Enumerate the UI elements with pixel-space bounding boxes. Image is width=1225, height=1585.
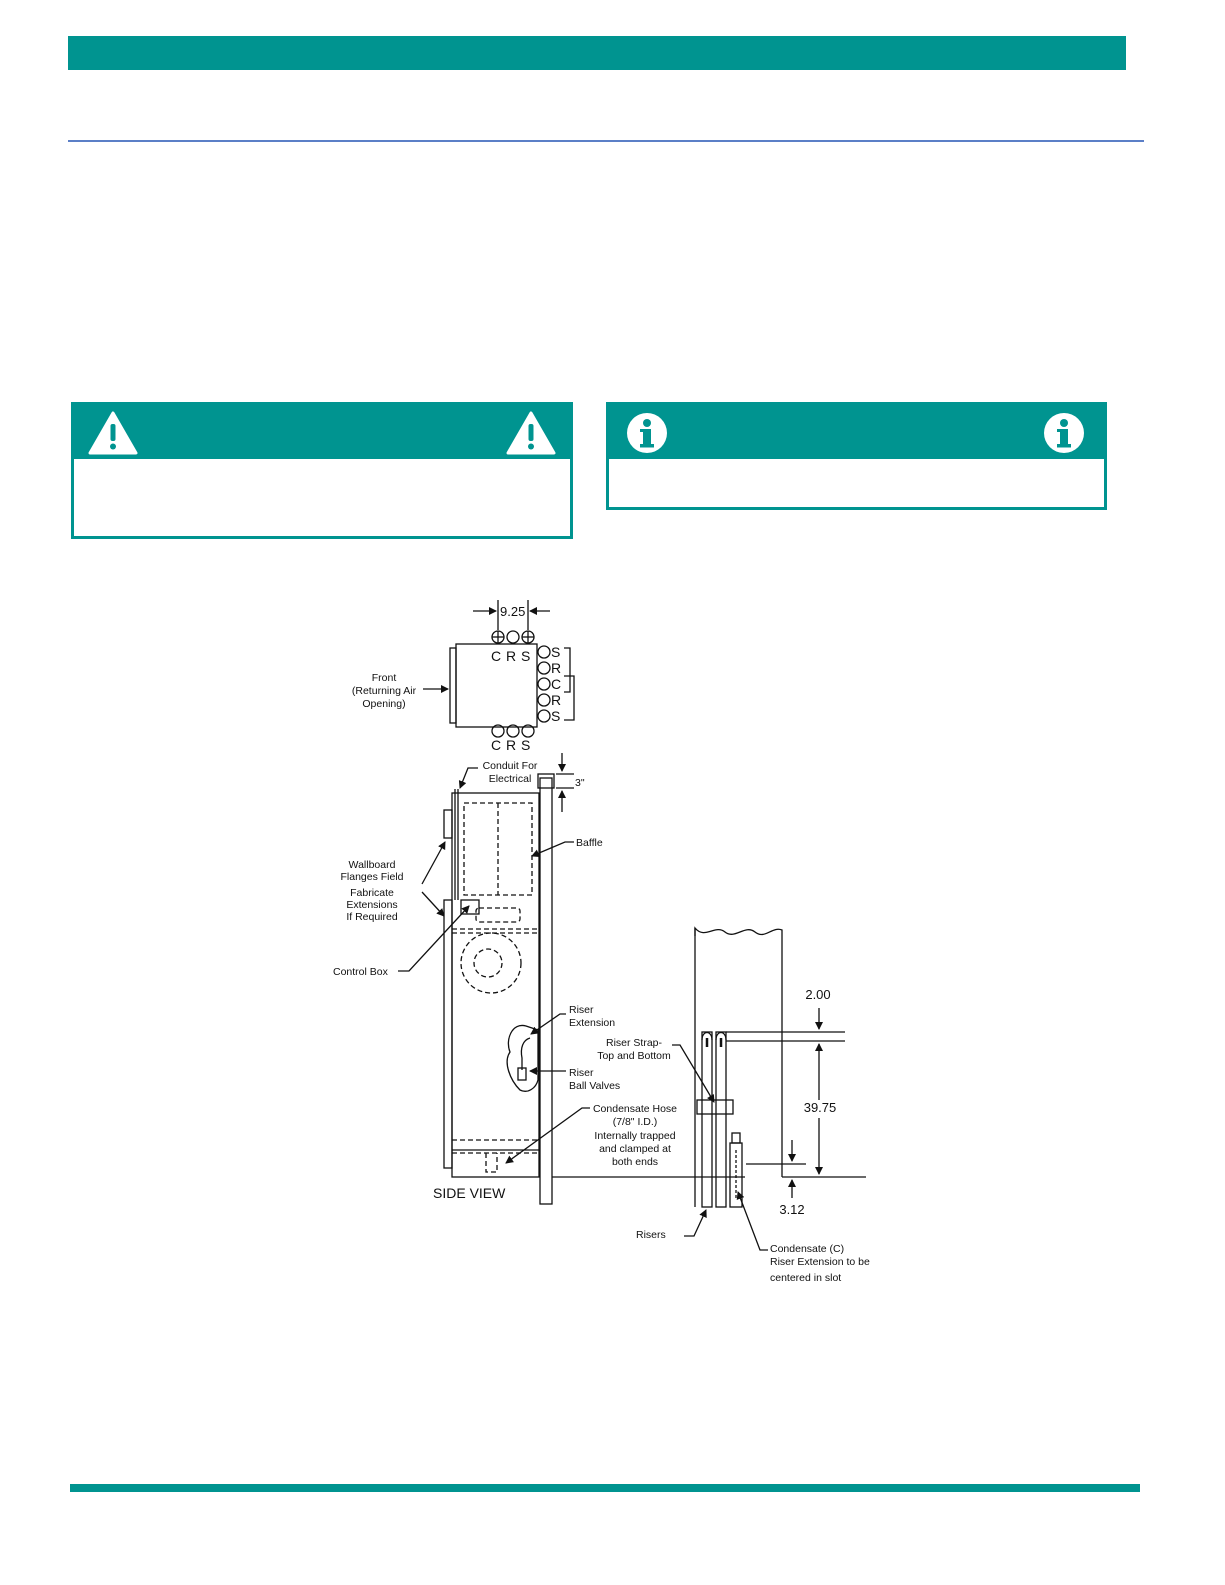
condensate-hose-label-line: Condensate Hose xyxy=(593,1103,677,1115)
side-view xyxy=(398,753,745,1205)
riser-valves-label-line: Ball Valves xyxy=(569,1080,620,1092)
condensate-riser-label-line: Condensate (C) xyxy=(770,1243,844,1255)
warning-callout xyxy=(71,402,573,539)
riser-strap-label-line: Riser Strap- xyxy=(606,1037,663,1049)
footer-bar xyxy=(70,1484,1140,1492)
condensate-riser-label: Condensate (C) Riser Extension to be cen… xyxy=(770,1243,870,1284)
riser-strap-label: Riser Strap- Top and Bottom xyxy=(597,1037,671,1062)
connection-label: S xyxy=(551,708,560,724)
clearance-label: 3" xyxy=(575,777,585,789)
top-connection-labels: C R S xyxy=(491,648,530,664)
conduit-label-line: Electrical xyxy=(489,773,532,785)
warning-triangle-icon xyxy=(88,411,138,455)
connection-label: R xyxy=(506,737,516,753)
warning-callout-header xyxy=(74,405,570,459)
wallboard-label-line: Flanges Field xyxy=(340,871,403,883)
connection-label: R xyxy=(551,660,561,676)
front-label-line: Opening) xyxy=(362,698,405,710)
info-callout-header xyxy=(609,405,1104,459)
front-label-line: Front xyxy=(372,672,397,684)
condensate-riser-label-line: Riser Extension to be xyxy=(770,1256,870,1268)
bottom-connection-labels: C R S xyxy=(491,737,530,753)
condensate-hose-label: Condensate Hose (7/8" I.D.) Internally t… xyxy=(593,1103,677,1168)
warning-triangle-icon xyxy=(506,411,556,455)
info-circle-icon xyxy=(625,411,669,455)
control-box-label: Control Box xyxy=(333,966,389,978)
baffle-label: Baffle xyxy=(576,837,603,849)
risers-label: Risers xyxy=(636,1229,666,1241)
condensate-hose-label-line: Internally trapped xyxy=(594,1130,675,1142)
wallboard-label-line: Fabricate xyxy=(350,887,394,899)
header-rule xyxy=(68,140,1144,142)
riser-dimension-middle: 39.75 xyxy=(804,1100,837,1115)
wallboard-label-line: Extensions xyxy=(346,899,397,911)
conduit-label: Conduit For Electrical xyxy=(483,760,538,785)
info-callout xyxy=(606,402,1107,510)
side-connection-labels: S R C R S xyxy=(551,644,561,724)
condensate-hose-label-line: (7/8" I.D.) xyxy=(613,1116,658,1128)
riser-strap-label-line: Top and Bottom xyxy=(597,1050,671,1062)
riser-dimension-top: 2.00 xyxy=(805,987,830,1002)
connection-label: S xyxy=(521,648,530,664)
front-label: Front (Returning Air Opening) xyxy=(352,672,417,710)
riser-extension-label-line: Riser xyxy=(569,1004,594,1016)
wallboard-label-line: If Required xyxy=(346,911,398,923)
conduit-label-line: Conduit For xyxy=(483,760,538,772)
connection-label: R xyxy=(506,648,516,664)
wallboard-label: Wallboard Flanges Field Fabricate Extens… xyxy=(340,859,403,923)
connection-label: S xyxy=(551,644,560,660)
condensate-hose-label-line: both ends xyxy=(612,1156,658,1168)
riser-detail xyxy=(672,926,866,1251)
side-view-title: SIDE VIEW xyxy=(433,1185,506,1201)
front-label-line: (Returning Air xyxy=(352,685,417,697)
connection-label: S xyxy=(521,737,530,753)
riser-extension-label: Riser Extension xyxy=(569,1004,615,1029)
wallboard-label-line: Wallboard xyxy=(349,859,396,871)
header-bar xyxy=(68,36,1126,70)
riser-dimension-bottom: 3.12 xyxy=(779,1202,804,1217)
connection-label: C xyxy=(491,737,501,753)
riser-extension-label-line: Extension xyxy=(569,1017,615,1029)
riser-valves-label-line: Riser xyxy=(569,1067,594,1079)
condensate-riser-label-line: centered in slot xyxy=(770,1272,841,1284)
info-circle-icon xyxy=(1042,411,1086,455)
riser-valves-label: Riser Ball Valves xyxy=(569,1067,620,1092)
condensate-hose-label-line: and clamped at xyxy=(599,1143,671,1155)
connection-label: R xyxy=(551,692,561,708)
connection-label: C xyxy=(491,648,501,664)
connection-label: C xyxy=(551,676,561,692)
top-dimension-label: 9.25 xyxy=(500,604,525,619)
top-view xyxy=(423,600,575,738)
